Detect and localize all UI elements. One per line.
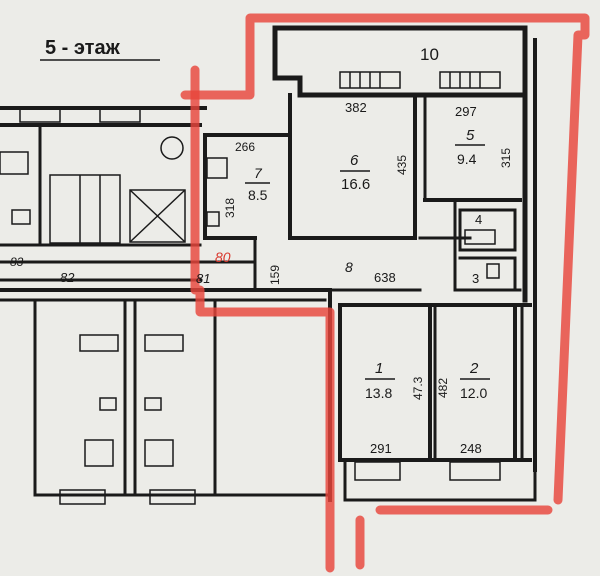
room-1: 1 13.8 <box>365 360 395 401</box>
svg-text:13.8: 13.8 <box>365 385 392 401</box>
apartment-highlight <box>180 13 590 505</box>
room-5: 5 9.4 <box>455 127 485 167</box>
floor-title: 5 - этаж <box>45 37 121 59</box>
dim-382: 382 <box>345 100 367 115</box>
svg-text:3: 3 <box>472 271 479 286</box>
dim-318: 318 <box>223 198 237 218</box>
walls <box>0 25 537 502</box>
dim-80: 80 <box>215 249 231 265</box>
windows <box>19 71 501 505</box>
svg-text:4: 4 <box>475 212 482 227</box>
dimension-labels: 382 297 266 435 315 318 159 638 47.3 482… <box>10 100 513 456</box>
svg-text:9.4: 9.4 <box>457 151 477 167</box>
svg-text:12.0: 12.0 <box>460 385 487 401</box>
dim-82: 82 <box>60 270 75 285</box>
dim-297: 297 <box>455 104 477 119</box>
dim-248: 248 <box>460 441 482 456</box>
room-8: 8 <box>345 259 353 275</box>
apartment-number: 10 <box>420 45 439 64</box>
svg-text:1: 1 <box>375 360 383 377</box>
dim-83: 83 <box>10 255 24 269</box>
dim-81: 81 <box>196 271 210 286</box>
room-7: 7 8.5 <box>245 165 270 203</box>
svg-text:8: 8 <box>345 259 353 275</box>
dim-159: 159 <box>268 265 282 285</box>
svg-text:6: 6 <box>350 152 359 169</box>
apartment-highlight-bottom <box>355 505 553 570</box>
dim-266: 266 <box>235 140 255 154</box>
svg-text:2: 2 <box>469 360 479 377</box>
room-4: 4 <box>475 212 482 227</box>
room-2: 2 12.0 <box>460 360 490 401</box>
apartment-highlight-left <box>190 65 335 573</box>
dim-638: 638 <box>374 270 396 285</box>
svg-text:5: 5 <box>466 127 475 144</box>
svg-text:8.5: 8.5 <box>248 187 268 203</box>
svg-text:16.6: 16.6 <box>341 176 370 193</box>
svg-text:7: 7 <box>254 165 263 181</box>
dim-291: 291 <box>370 441 392 456</box>
room-3: 3 <box>472 271 479 286</box>
dim-473: 47.3 <box>411 376 425 400</box>
dim-435: 435 <box>395 155 409 175</box>
room-6: 6 16.6 <box>340 152 370 193</box>
dim-315: 315 <box>499 148 513 168</box>
dim-482: 482 <box>436 378 450 398</box>
fixtures <box>0 151 500 467</box>
